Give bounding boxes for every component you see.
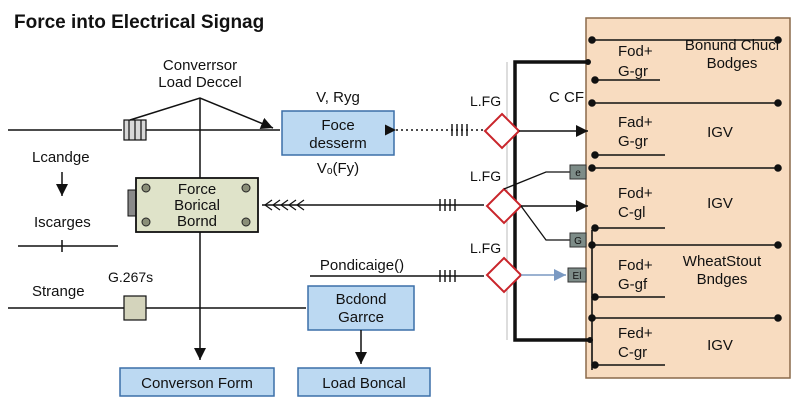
panel-row1-left2: G-gr	[618, 63, 648, 80]
small-box-g	[569, 232, 587, 248]
panel-row4-right1: WheatStout	[683, 253, 762, 270]
load-boncal-label: Load Boncal	[322, 375, 405, 392]
branch-to-e	[503, 171, 570, 190]
desserm-line2: desserm	[309, 135, 367, 152]
load-label: Load Deccel	[158, 74, 241, 91]
lfg-label-2: L.FG	[470, 168, 501, 184]
small-box-el-label: El	[573, 271, 582, 282]
panel-row1-right1: Bonund Chucl	[685, 37, 779, 54]
converter-triangle	[129, 97, 274, 129]
lfg-label-3: L.FG	[470, 240, 501, 256]
force-board	[135, 177, 259, 233]
panel-row3-left1: Fod+	[618, 185, 653, 202]
signal-ticks-1	[451, 124, 468, 136]
conversion-form-label: Converson Form	[141, 375, 253, 392]
converter-label: Converrsor	[163, 57, 237, 74]
conversion-form-block	[119, 367, 275, 397]
small-box-g-label: G	[574, 236, 582, 247]
v-fy-label: Vₒ(Fy)	[317, 160, 359, 177]
board-connector	[127, 189, 137, 217]
panel-row5-left2: C-gr	[618, 344, 647, 361]
panel-row4-left1: Fod+	[618, 257, 653, 274]
panel-bus-lines	[588, 36, 782, 370]
signal-chevrons-2	[263, 199, 305, 211]
panel-row4-right2: Bndges	[697, 271, 748, 288]
desserm-block	[281, 110, 395, 156]
panel-row5-right1: IGV	[707, 337, 733, 354]
diagram-title: Force into Electrical Signag	[14, 12, 264, 33]
ccf-label: C CF	[549, 89, 584, 106]
load-boncal-block	[297, 367, 431, 397]
bcdond-block	[307, 285, 415, 331]
small-box-e	[569, 164, 587, 180]
board-screws	[141, 183, 251, 227]
board-line1: Force	[178, 181, 216, 198]
desserm-line1: Foce	[321, 117, 354, 134]
panel-row2-right1: IGV	[707, 124, 733, 141]
lcandge-label: Lcandge	[32, 149, 90, 166]
small-box-e-label: e	[575, 168, 581, 179]
bridges-panel	[585, 17, 791, 379]
g-value-label: G.267s	[108, 269, 153, 285]
signal-ticks-3	[439, 270, 456, 282]
board-line2: Borical	[174, 197, 220, 214]
panel-row1-right2: Bodges	[707, 55, 758, 72]
panel-row2-left2: G-gr	[618, 133, 648, 150]
junction-diamonds	[483, 112, 523, 294]
panel-row2-left1: Fad+	[618, 114, 653, 131]
bcdond-line2: Garrce	[338, 309, 384, 326]
strange-connector	[123, 295, 147, 321]
small-box-el	[567, 267, 587, 283]
panel-row1-left1: Fod+	[618, 43, 653, 60]
panel-row3-left2: C-gl	[618, 204, 646, 221]
signal-ticks-2	[439, 199, 456, 211]
bcdond-line1: Bcdond	[336, 291, 387, 308]
sensor-connector-ribs	[128, 120, 142, 140]
board-line3: Bornd	[177, 213, 217, 230]
pondicaige-label: Pondicaige()	[320, 257, 404, 274]
lfg-label-1: L.FG	[470, 93, 501, 109]
panel-row3-right1: IGV	[707, 195, 733, 212]
strange-label: Strange	[32, 283, 85, 300]
panel-row5-left1: Fed+	[618, 325, 653, 342]
iscarges-label: Iscarges	[34, 214, 91, 231]
panel-row4-left2: G-gf	[618, 276, 648, 293]
v-ryg-label: V, Ryg	[316, 89, 360, 106]
branch-to-g	[520, 205, 570, 241]
